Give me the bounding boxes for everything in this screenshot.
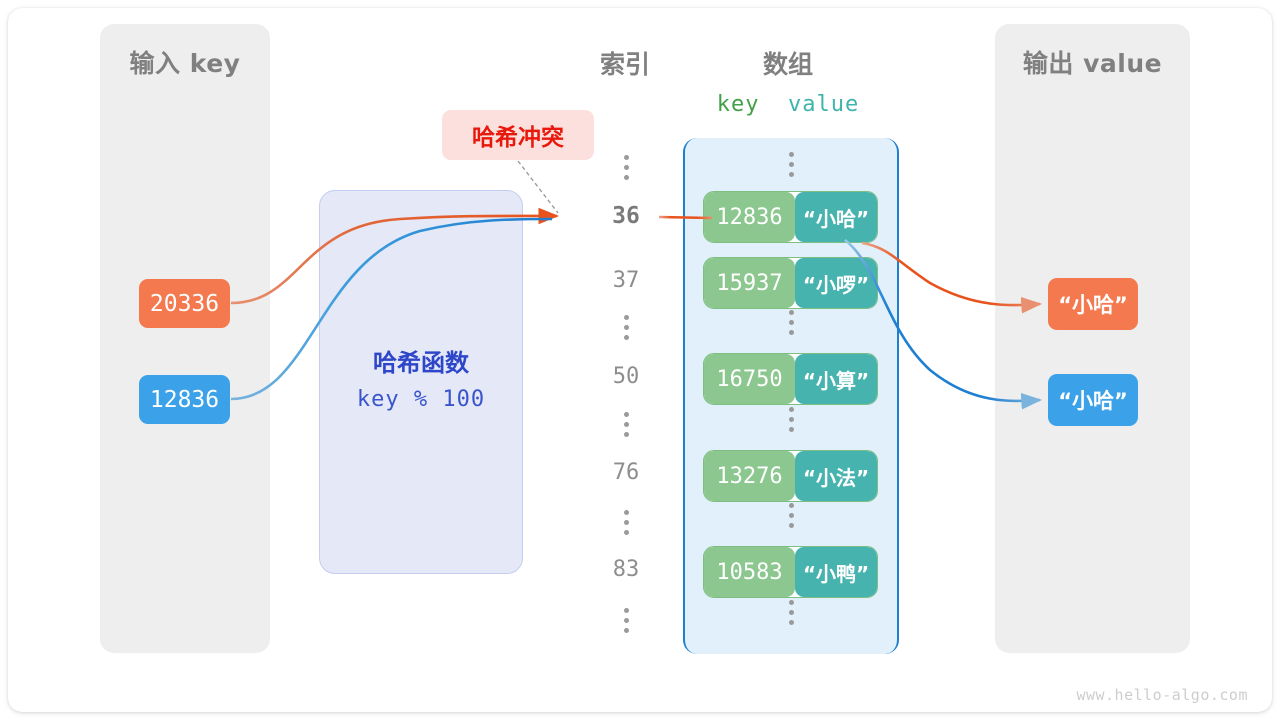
- bucket-value: “小法”: [794, 451, 877, 501]
- bucket-value: “小鸭”: [794, 547, 877, 597]
- bucket-value: “小算”: [794, 354, 877, 404]
- index-ellipsis: [580, 412, 672, 443]
- hash-function-formula: key % 100: [356, 387, 486, 412]
- bucket-entry: 15937“小啰”: [703, 257, 878, 309]
- index-label-37: 37: [612, 268, 640, 293]
- bucket-key: 12836: [704, 192, 795, 242]
- bucket-entry: 13276“小法”: [703, 450, 878, 502]
- bucket-value: “小哈”: [794, 192, 877, 242]
- array-ellipsis: [685, 152, 897, 177]
- input-key-0: 20336: [139, 279, 230, 328]
- array-ellipsis: [685, 407, 897, 432]
- hash-collision-label: 哈希冲突: [442, 110, 594, 160]
- index-column-heading: 索引: [599, 50, 650, 79]
- hash-function-title: 哈希函数: [373, 349, 469, 377]
- input-key-panel: 输入 key: [100, 24, 270, 653]
- output-value-1: “小哈”: [1048, 374, 1138, 426]
- bucket-entry: 16750“小算”: [703, 353, 878, 405]
- value-heading-label: value: [788, 92, 860, 117]
- key-value-heading: key value: [688, 92, 888, 117]
- input-panel-title: 输入 key: [129, 49, 241, 78]
- bucket-key: 16750: [704, 354, 795, 404]
- bucket-key: 15937: [704, 258, 795, 308]
- output-panel-title: 输出 value: [1022, 49, 1163, 78]
- index-ellipsis: [580, 510, 672, 541]
- array-ellipsis: [685, 503, 897, 528]
- bucket-key: 13276: [704, 451, 795, 501]
- output-value-panel: 输出 value: [995, 24, 1190, 653]
- index-ellipsis: [580, 155, 672, 186]
- input-key-1: 12836: [139, 375, 230, 424]
- bucket-entry: 10583“小鸭”: [703, 546, 878, 598]
- index-label-76: 76: [612, 460, 640, 485]
- watermark: www.hello-algo.com: [1076, 686, 1248, 704]
- output-value-0: “小哈”: [1048, 278, 1138, 330]
- array-column-heading: 数组: [762, 50, 813, 79]
- index-label-50: 50: [612, 364, 640, 389]
- bucket-entry: 12836“小哈”: [703, 191, 878, 243]
- key-heading-label: key: [716, 92, 760, 117]
- array-ellipsis: [685, 310, 897, 335]
- array-container: 12836“小哈” 15937“小啰” 16750“小算” 13276“小法” 1058…: [683, 138, 899, 654]
- index-column: 36 37 50 76 83: [580, 140, 672, 655]
- index-label-36: 36: [612, 203, 640, 229]
- bucket-key: 10583: [704, 547, 795, 597]
- index-label-83: 83: [612, 557, 640, 582]
- hash-function-box: 哈希函数 key % 100: [319, 190, 523, 574]
- index-ellipsis: [580, 608, 672, 639]
- bucket-value: “小啰”: [794, 258, 877, 308]
- array-ellipsis: [685, 600, 897, 625]
- index-ellipsis: [580, 315, 672, 346]
